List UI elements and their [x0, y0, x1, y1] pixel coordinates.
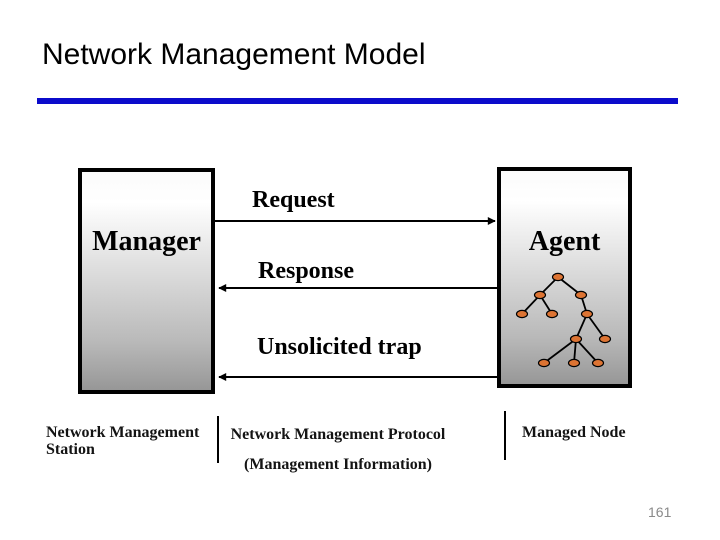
footnote-protocol: Network Management Protocol (Management … — [218, 426, 458, 473]
mib-tree-node — [580, 309, 594, 319]
mib-tree-node — [551, 272, 565, 282]
mib-tree-node — [515, 309, 529, 319]
mib-tree-node — [598, 334, 612, 344]
title-underline — [37, 98, 678, 104]
unsolicited-trap-arrow-label: Unsolicited trap — [257, 334, 422, 360]
page-number: 161 — [648, 504, 672, 520]
response-arrow-label: Response — [258, 258, 355, 284]
footnote-divider-right — [504, 411, 506, 460]
manager-box: Manager — [78, 168, 215, 394]
mib-tree-node — [545, 309, 559, 319]
mib-tree-node — [591, 358, 605, 368]
footnote-managed-node: Managed Node — [522, 424, 626, 441]
footnote-protocol-line2: (Management Information) — [244, 456, 432, 473]
manager-box-label: Manager — [92, 226, 201, 257]
mib-tree-node — [569, 334, 583, 344]
slide-title: Network Management Model — [42, 38, 426, 71]
request-arrow-label: Request — [252, 187, 335, 213]
agent-box: Agent — [497, 167, 632, 388]
mib-tree-node — [574, 290, 588, 300]
footnote-network-management-station: Network Management Station — [46, 424, 200, 458]
mib-tree-node — [537, 358, 551, 368]
footnote-protocol-line1: Network Management Protocol — [230, 426, 446, 443]
footnote-divider-left — [217, 416, 219, 463]
agent-box-label: Agent — [528, 226, 601, 257]
mib-tree-icon — [521, 276, 606, 364]
mib-tree-node — [567, 358, 581, 368]
mib-tree-node — [533, 290, 547, 300]
